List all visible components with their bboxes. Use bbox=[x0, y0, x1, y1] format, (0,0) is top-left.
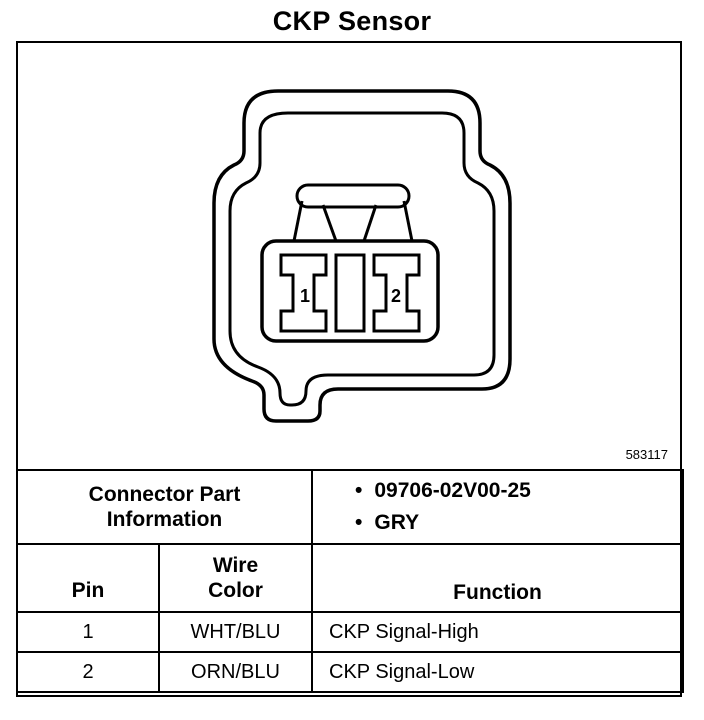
connector-color: GRY bbox=[355, 507, 682, 539]
pin-cell: 1 bbox=[16, 611, 160, 653]
connector-housing-inner bbox=[228, 111, 496, 407]
part-info-values: 09706-02V00-25 GRY bbox=[311, 469, 684, 545]
terminal-cavity bbox=[260, 239, 440, 343]
pin-table-header-row: Pin Wire Color Function bbox=[16, 543, 684, 613]
part-number: 09706-02V00-25 bbox=[355, 475, 682, 507]
function-cell: CKP Signal-Low bbox=[311, 651, 684, 693]
drawing-part-code: 583117 bbox=[625, 447, 668, 462]
part-info-row: Connector Part Information 09706-02V00-2… bbox=[16, 469, 684, 545]
connector-latch bbox=[295, 183, 411, 209]
connector-housing-outer bbox=[212, 89, 512, 423]
wire-color-cell: ORN/BLU bbox=[158, 651, 313, 693]
page-title: CKP Sensor bbox=[272, 6, 432, 36]
pin-2-terminal bbox=[372, 253, 421, 333]
center-divider bbox=[334, 253, 366, 333]
pin-cell: 2 bbox=[16, 651, 160, 693]
table-row: 2 ORN/BLU CKP Signal-Low bbox=[16, 651, 684, 693]
pin-2-label: 2 bbox=[391, 286, 401, 306]
pin-1-terminal bbox=[279, 253, 328, 333]
wire-color-cell: WHT/BLU bbox=[158, 611, 313, 653]
pin-header: Pin bbox=[16, 543, 160, 613]
wire-color-header: Wire Color bbox=[158, 543, 313, 613]
connector-info-table: Connector Part Information 09706-02V00-2… bbox=[16, 469, 684, 693]
connector-face-drawing: 1 2 bbox=[212, 89, 512, 423]
table-row: 1 WHT/BLU CKP Signal-High bbox=[16, 611, 684, 653]
connector-frame: 1 2 583117 Connector Part Information 09… bbox=[16, 41, 684, 697]
function-cell: CKP Signal-High bbox=[311, 611, 684, 653]
pin-1-label: 1 bbox=[300, 286, 310, 306]
function-header: Function bbox=[311, 543, 684, 613]
part-info-label: Connector Part Information bbox=[16, 469, 313, 545]
